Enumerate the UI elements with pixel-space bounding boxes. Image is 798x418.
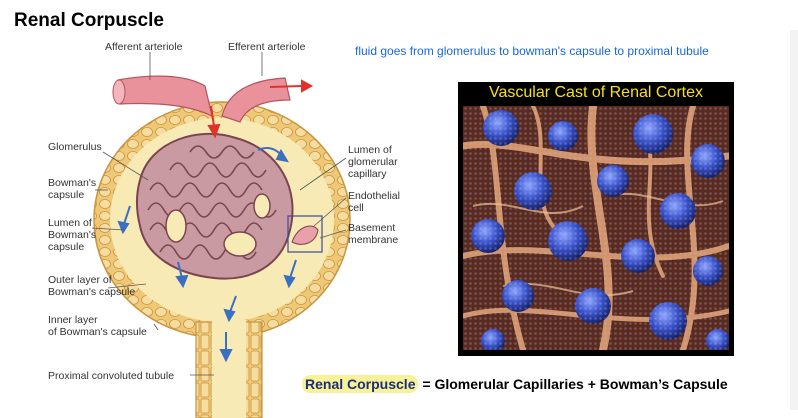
page-edge-strip [790, 30, 798, 410]
blood-flow-arrows [207, 79, 314, 139]
label-glomerulus: Glomerulus [48, 141, 102, 153]
label-efferent-arteriole: Efferent arteriole [228, 41, 306, 53]
fluid-flow-note: fluid goes from glomerulus to bowman's c… [355, 44, 709, 58]
vascular-cast-image [463, 106, 729, 350]
label-lumen-glomerular-capillary: Lumen of glomerular capillary [348, 144, 398, 180]
label-bowmans-capsule: Bowman's capsule [48, 177, 97, 201]
page-title: Renal Corpuscle [14, 10, 164, 31]
proximal-tubule [195, 320, 263, 418]
efferent-arteriole [221, 77, 291, 123]
label-outer-layer: Outer layer of Bowman's capsule [48, 274, 136, 298]
label-afferent-arteriole: Afferent arteriole [105, 41, 183, 53]
label-proximal-tubule: Proximal convoluted tubule [48, 370, 175, 382]
label-lumen-bowmans-capsule: Lumen of Bowman's capsule [48, 217, 97, 253]
label-endothelial-cell: Endothelial cell [348, 190, 400, 214]
equation-text: Renal Corpuscle = Glomerular Capillaries… [302, 375, 728, 393]
renal-corpuscle-diagram [91, 52, 351, 418]
label-inner-layer: Inner layer of Bowman's capsule [48, 314, 147, 338]
glomerulus-tuft [136, 132, 294, 280]
label-basement-membrane: Basement membrane [348, 222, 399, 246]
photo-title: Vascular Cast of Renal Cortex [488, 84, 703, 101]
highlighted-term: Renal Corpuscle [302, 375, 419, 393]
afferent-arteriole [112, 75, 213, 118]
equation-rest: = Glomerular Capillaries + Bowman’s Caps… [418, 376, 728, 392]
filtrate-flow-arrows [117, 147, 297, 363]
basement-membrane-inset-box [287, 215, 323, 253]
label-leader-lines [91, 52, 347, 376]
